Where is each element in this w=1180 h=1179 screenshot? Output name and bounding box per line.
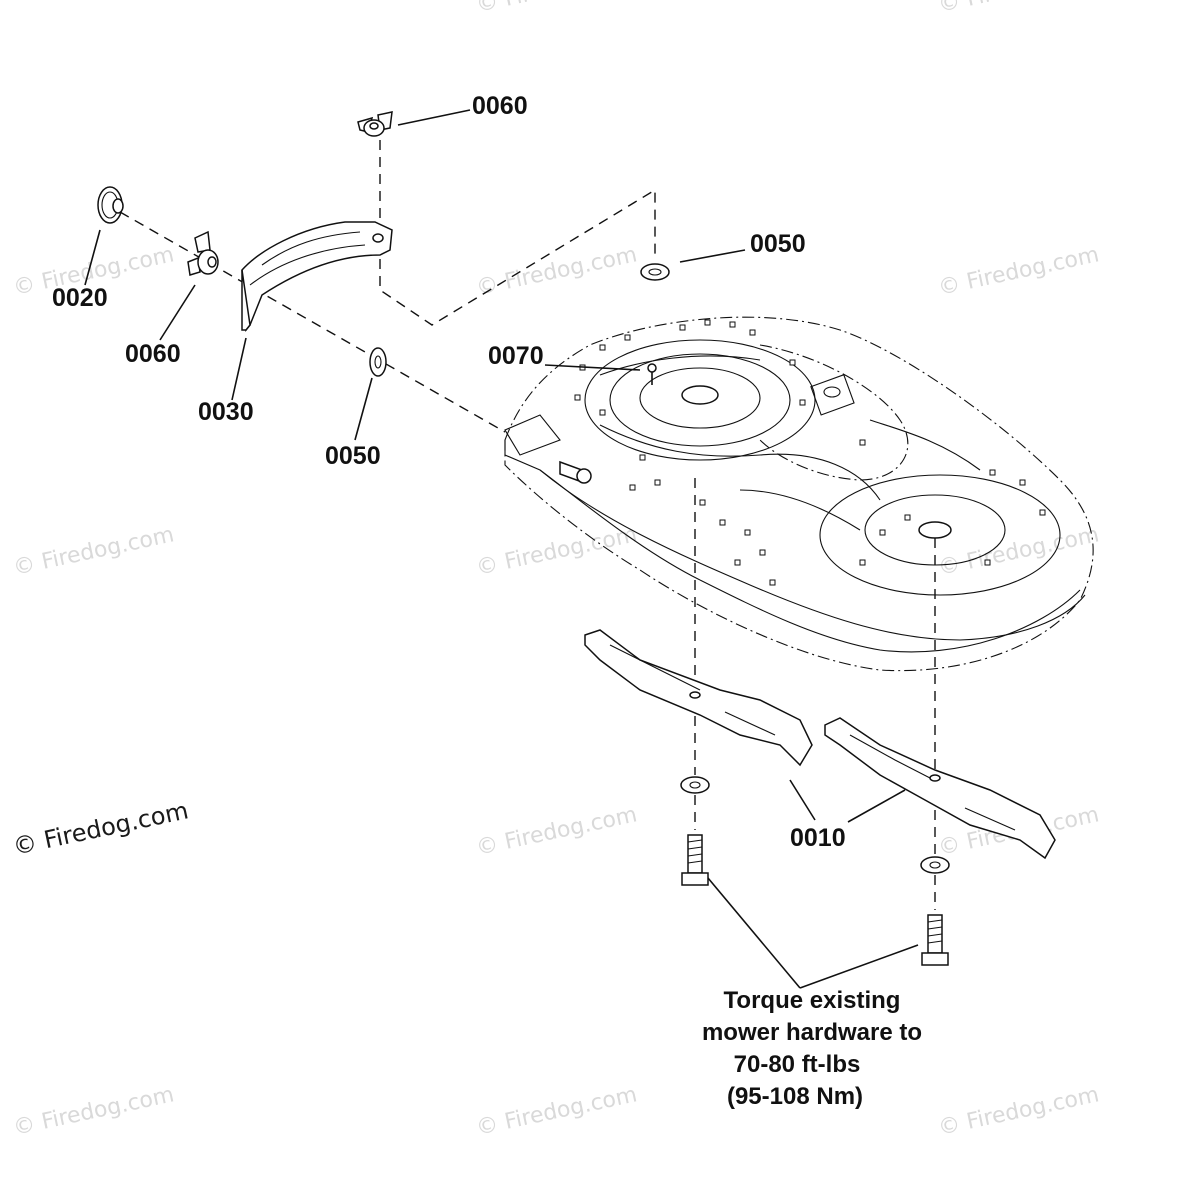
watermark: © Firedog.com [936,522,1101,580]
washer-right [640,263,670,281]
blade-bolt-right [921,914,949,966]
label-0020: 0020 [52,284,108,312]
part-labels: 0060 0020 0060 0030 0050 0050 0070 0010 [52,92,846,852]
label-0050-right: 0050 [750,230,806,258]
blade-washer-left [680,776,710,794]
label-0060-left: 0060 [125,340,181,368]
torque-note: Torque existing mower hardware to 70-80 … [702,987,922,1110]
blade-left [584,629,813,767]
watermark: © Firedog.com [11,1082,176,1140]
watermark: © Firedog.com [936,1082,1101,1140]
watermark: © Firedog.com [11,522,176,580]
washer-left [369,347,387,377]
label-0060-top: 0060 [472,92,528,120]
note-line-1: Torque existing [724,987,901,1014]
watermark-main: © Firedog.com [10,796,190,861]
deck-holes [574,319,1046,586]
note-line-3: 70-80 ft-lbs [734,1051,861,1078]
watermark: © Firedog.com [474,0,639,18]
watermark: © Firedog.com [936,242,1101,300]
label-0030: 0030 [198,398,254,426]
watermark: © Firedog.com [474,522,639,580]
deflector-bracket [241,221,393,332]
label-0050-left: 0050 [325,442,381,470]
blade-bolt-left [681,834,709,886]
wing-nut-left [187,230,219,276]
knob [97,186,124,224]
note-line-4: (95-108 Nm) [727,1083,863,1110]
assembly-lines [119,140,936,910]
blade-right [824,717,1056,860]
wing-nut-top [357,111,393,137]
watermark-grid: © Firedog.com © Firedog.com © Firedog.co… [10,0,1101,1141]
watermark: © Firedog.com [474,802,639,860]
leader-lines [84,109,919,989]
watermark: © Firedog.com [936,0,1101,18]
watermark: © Firedog.com [474,1082,639,1140]
blade-washer-right [920,856,950,874]
note-line-2: mower hardware to [702,1019,922,1046]
mower-deck [504,316,1094,672]
label-0010: 0010 [790,824,846,852]
label-0070: 0070 [488,342,544,370]
watermark: © Firedog.com [474,242,639,300]
